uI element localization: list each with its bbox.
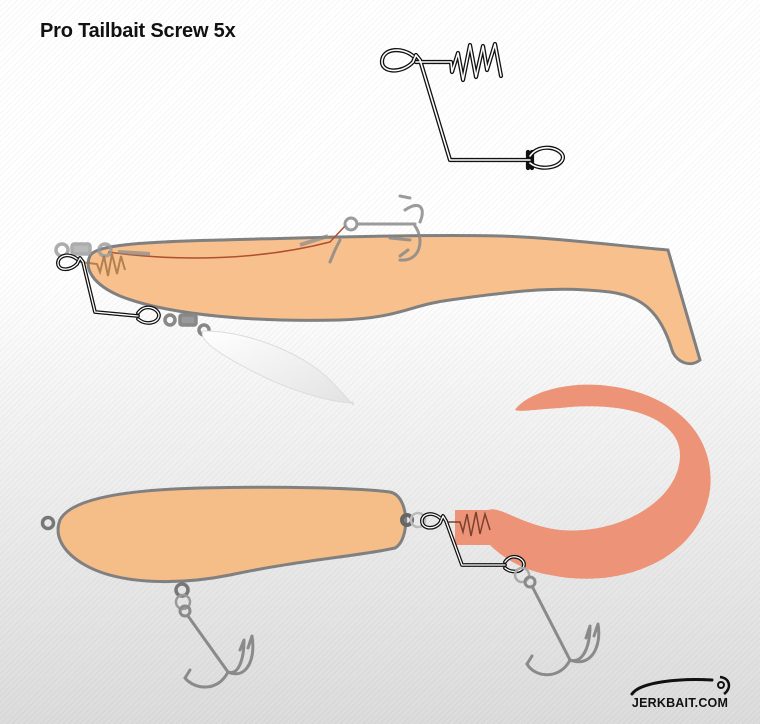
tailbait-screw-icon — [379, 41, 566, 171]
willow-blade-icon — [201, 330, 354, 406]
shad-lure-illustration — [54, 194, 702, 406]
watermark-text: JERKBAIT.COM — [631, 696, 729, 710]
twister-tail-icon — [455, 384, 711, 579]
jerkbait-lure-illustration — [40, 384, 711, 689]
jerkbait-logo: JERKBAIT.COM — [620, 672, 740, 716]
page-title: Pro Tailbait Screw 5x — [40, 20, 236, 42]
jerkbait-logo-swoosh-icon — [630, 675, 731, 696]
